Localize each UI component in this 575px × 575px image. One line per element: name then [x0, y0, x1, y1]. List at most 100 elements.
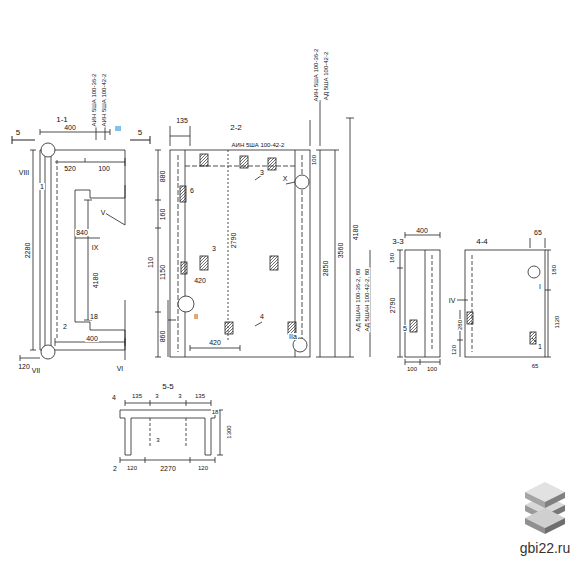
drawing-label: 160: [160, 207, 167, 221]
drawing-label: 135: [194, 393, 206, 399]
drawing-label: 6: [189, 187, 195, 194]
concrete-outline: [467, 312, 473, 324]
drawing-label: 65: [531, 363, 540, 369]
drawing-label: 2790: [389, 296, 396, 314]
drawing-label: 1300: [226, 424, 232, 439]
drawing-label: 3: [177, 393, 182, 399]
drawing-stroke: [180, 154, 296, 334]
drawing-label: 2-2: [229, 124, 243, 132]
concrete-outline: [200, 154, 208, 166]
drawing-stroke: [316, 118, 354, 357]
drawing-stroke: [545, 518, 565, 534]
drawing-label: IX: [91, 244, 100, 251]
drawing-label: III: [114, 125, 122, 132]
drawing-stroke: [84, 200, 92, 320]
concrete-outline: [530, 332, 536, 344]
drawing-stroke: [125, 400, 211, 406]
drawing-label: 2790: [230, 231, 237, 249]
drawing-label: 3560: [337, 241, 344, 259]
rebar-circle: [295, 175, 309, 189]
drawing-label: АИН 5ША 100-36-2: [313, 48, 319, 103]
concrete-outline: [268, 158, 276, 170]
drawing-stroke: [405, 359, 440, 365]
drawing-label: X: [282, 175, 289, 182]
drawing-stroke: [168, 300, 176, 357]
drawing-label: II: [193, 313, 199, 320]
drawing-stroke: [185, 150, 186, 357]
drawing-stroke: [125, 300, 126, 360]
drawing-label: 420: [208, 339, 222, 346]
drawing-label: 420: [193, 277, 207, 284]
drawing-label: 135: [131, 393, 143, 399]
drawing-stroke: [45, 150, 46, 352]
drawing-label: V: [100, 209, 107, 216]
concrete-outline: [170, 150, 310, 357]
drawing-label: 400: [415, 227, 429, 234]
drawing-label: 1: [39, 183, 45, 190]
drawing-label: 120: [17, 363, 31, 370]
section-2-2: [155, 100, 354, 357]
drawing-label: 400: [85, 335, 99, 342]
drawing-stroke: [310, 100, 320, 146]
drawing-label: АД 5ШАН 100-36-2, 80: [355, 268, 361, 333]
drawing-label: 5: [402, 325, 408, 332]
drawing-stroke: [432, 255, 433, 350]
drawing-label: АИН 5ША 100-36-2: [91, 73, 97, 128]
drawing-label: 2: [62, 323, 68, 330]
drawing-label: 2270: [159, 465, 177, 472]
drawing-stroke: [120, 410, 215, 455]
drawing-label: 3-3: [391, 238, 405, 246]
drawing-label: 4: [259, 313, 265, 320]
drawing-label: 880: [160, 169, 167, 183]
rebar-circle: [293, 338, 307, 352]
drawing-label: АИН 5ША 100-42-2: [231, 142, 286, 148]
drawing-label: 18: [89, 313, 99, 320]
drawing-label: АД 5ША 100-42-2: [323, 51, 329, 101]
drawing-label: 100: [406, 366, 418, 372]
drawing-label: АИН 5ША 100-42-2: [101, 73, 107, 128]
watermark-icon: [525, 482, 565, 534]
section-3-3: [370, 232, 440, 365]
drawing-label: 120: [451, 344, 457, 356]
drawing-label: 110: [147, 255, 154, 268]
rebar-circle: [41, 345, 55, 359]
concrete-outline: [270, 256, 278, 270]
drawing-label: I: [538, 283, 542, 290]
drawing-label: IIa: [288, 333, 298, 340]
drawing-label: IV: [448, 297, 457, 304]
drawing-stroke: [228, 150, 229, 340]
drawing-label: 840: [75, 229, 89, 236]
drawing-stroke: [57, 160, 58, 340]
section-4-4: [457, 238, 551, 357]
drawing-label: 400: [63, 124, 77, 131]
concrete-outline: [181, 262, 187, 274]
drawing-label: 5-5: [161, 383, 175, 391]
concrete-outline: [240, 156, 248, 168]
drawing-stroke: [530, 238, 545, 248]
drawing-stroke: [457, 310, 463, 357]
drawing-label: VI: [116, 365, 125, 372]
drawing-label: АД 5ШАН 100-42-2, 80: [364, 268, 370, 333]
concrete-outline: [405, 250, 440, 357]
drawing-stroke: [186, 418, 187, 448]
drawing-stroke: [170, 126, 190, 146]
watermark: gbi22.ru: [519, 541, 572, 555]
drawing-stroke: [472, 255, 473, 352]
concrete-outline: [225, 322, 233, 334]
drawing-stroke: [397, 250, 403, 357]
concrete-outline: [180, 186, 186, 202]
concrete-outline: [465, 250, 545, 357]
drawing-stroke: [120, 457, 215, 463]
drawing-label: VII: [31, 367, 42, 374]
drawing-label: 2280: [24, 241, 31, 259]
concrete-outline: [200, 256, 208, 270]
drawing-label: 180: [551, 264, 557, 276]
drawing-label: 520: [63, 165, 77, 172]
section-5-5: [120, 400, 223, 463]
drawing-label: 4180: [92, 271, 99, 289]
section-1-1: [12, 125, 150, 361]
drawing-stroke: [190, 345, 240, 351]
drawing-stroke: [51, 150, 52, 352]
drawing-label: 2: [112, 465, 118, 472]
